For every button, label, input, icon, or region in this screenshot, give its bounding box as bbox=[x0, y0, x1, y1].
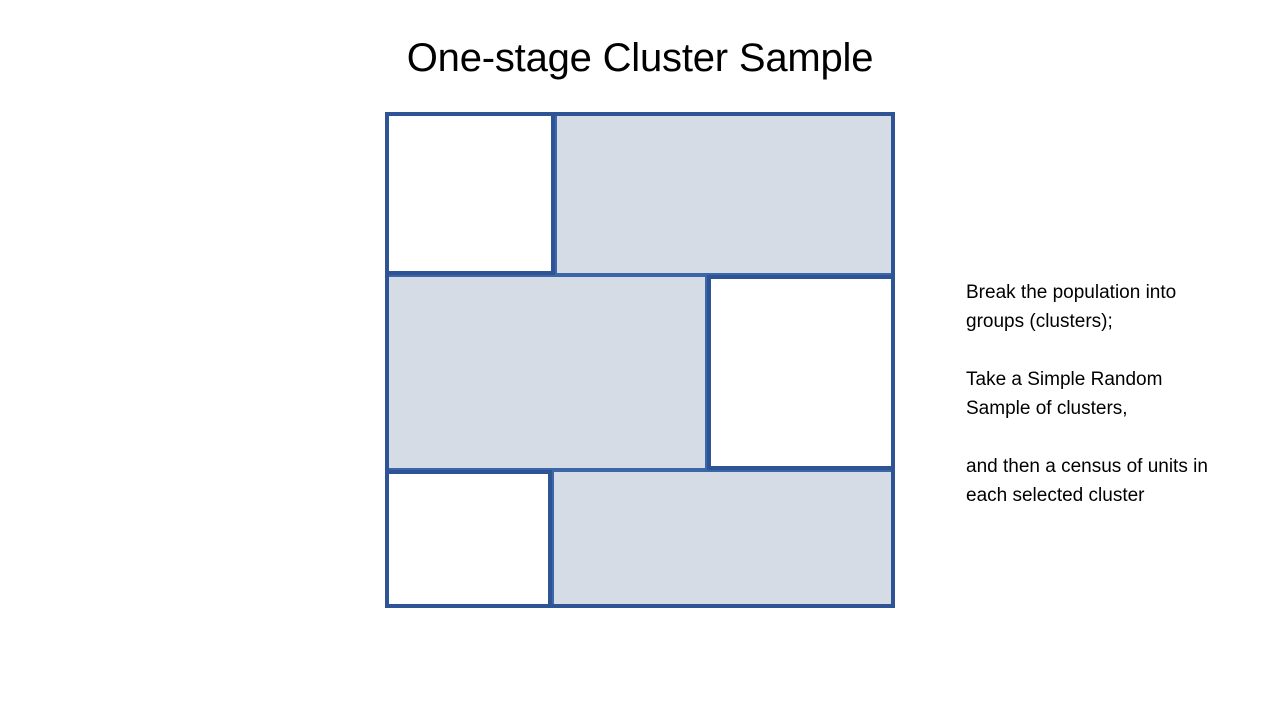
cluster-row bbox=[385, 112, 895, 275]
cluster-row bbox=[385, 470, 895, 608]
cluster-cell-selected[interactable] bbox=[707, 275, 895, 470]
cluster-diagram bbox=[385, 112, 895, 608]
cluster-cell-unselected[interactable] bbox=[385, 275, 707, 470]
cluster-cell-selected[interactable] bbox=[385, 112, 555, 275]
description-paragraph-2: Take a Simple Random Sample of clusters, bbox=[966, 369, 1163, 419]
cluster-cell-unselected[interactable] bbox=[555, 112, 895, 275]
description-text-block: Break the population into groups (cluste… bbox=[966, 278, 1216, 510]
cluster-cell-selected[interactable] bbox=[385, 470, 552, 608]
cluster-row bbox=[385, 275, 895, 470]
page-title: One-stage Cluster Sample bbox=[406, 36, 874, 80]
cluster-cell-unselected[interactable] bbox=[552, 470, 895, 608]
description-paragraph-3: and then a census of units in each selec… bbox=[966, 456, 1208, 506]
description-paragraph-1: Break the population into groups (cluste… bbox=[966, 282, 1177, 332]
